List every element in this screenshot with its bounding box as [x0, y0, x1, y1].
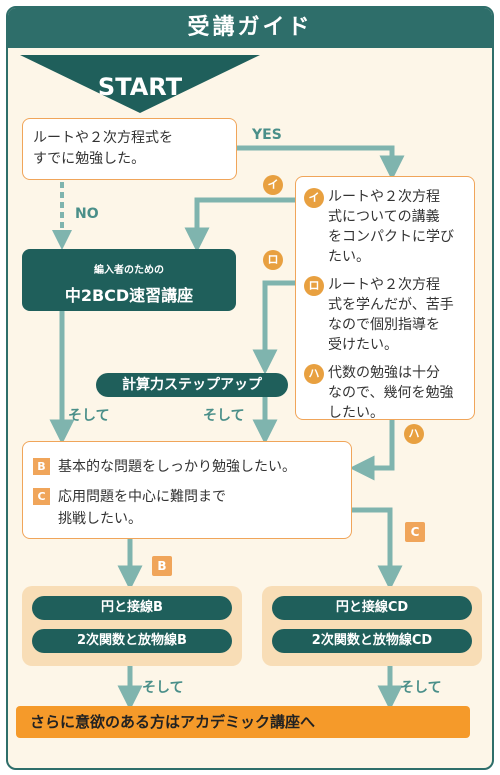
option-mark: ロ	[304, 276, 324, 296]
guide-title: 受講ガイド	[8, 8, 492, 48]
course-b-pill: 2次関数と放物線B	[32, 629, 232, 653]
start-triangle	[20, 55, 260, 113]
level-c-mark: C	[33, 488, 50, 505]
soshite-label: そして	[142, 680, 184, 696]
level-c-text: 挑戦したい。	[58, 511, 142, 527]
ha-connector	[349, 420, 395, 481]
options-box: イ ルートや２次方程 式についての講義 をコンパクトに学び たい。 ロ ルートや…	[295, 176, 475, 423]
option-mark: ハ	[304, 364, 324, 384]
yes-connector	[237, 145, 405, 181]
yes-label: YES	[252, 127, 282, 143]
soshite-label: そして	[400, 680, 442, 696]
branch-mark-ro: ロ	[263, 250, 283, 270]
option-line: 受けたい。	[328, 337, 398, 353]
no-label: NO	[75, 206, 99, 222]
option-line: なので個別指導を	[328, 317, 440, 333]
course-c-panel: 円と接線CD 2次関数と放物線CD	[262, 586, 482, 666]
level-c-text: 応用問題を中心に難問まで	[58, 489, 226, 505]
level-b-mark: B	[33, 458, 50, 475]
question-line: すでに勉強した。	[33, 151, 146, 167]
soshite-label: そして	[68, 408, 110, 424]
option-line: 式を学んだが、苦手	[328, 297, 454, 313]
intro-course-box: 編入者のための 中2BCD速習講座	[22, 249, 236, 311]
option-line: したい。	[328, 405, 384, 421]
branch-mark-b: B	[152, 556, 172, 576]
option-mark: イ	[304, 188, 324, 208]
soshite-label: そして	[203, 408, 245, 424]
intro-course-sub: 編入者のための	[94, 265, 164, 276]
option-line: ルートや２次方程	[328, 189, 440, 205]
course-b-panel: 円と接線B 2次関数と放物線B	[22, 586, 242, 666]
option-i: イ ルートや２次方程 式についての講義 をコンパクトに学び たい。	[304, 187, 468, 267]
level-c: C 応用問題を中心に難問まで	[33, 486, 341, 508]
c-connector	[352, 507, 403, 591]
branch-mark-ha: ハ	[404, 424, 424, 444]
i-connector	[184, 197, 295, 253]
course-b-pill: 円と接線B	[32, 596, 232, 620]
option-line: をコンパクトに学び	[328, 229, 454, 245]
question-line: ルートや２次方程式を	[33, 130, 173, 146]
option-line: 代数の勉強は十分	[328, 365, 440, 381]
option-line: 式についての講義	[328, 209, 440, 225]
level-b-text: 基本的な問題をしっかり勉強したい。	[58, 459, 296, 475]
calc-course-pill: 計算力ステップアップ	[96, 373, 288, 397]
final-banner: さらに意欲のある方はアカデミック講座へ	[16, 706, 470, 738]
intro-course-title: 中2BCD速習講座	[64, 286, 194, 305]
level-box: B 基本的な問題をしっかり勉強したい。 C 応用問題を中心に難問まで 挑戦したい。	[22, 441, 352, 539]
option-ro: ロ ルートや２次方程 式を学んだが、苦手 なので個別指導を 受けたい。	[304, 275, 468, 355]
option-line: たい。	[328, 249, 370, 265]
level-b: B 基本的な問題をしっかり勉強したい。	[33, 456, 341, 478]
branch-mark-i: イ	[263, 175, 283, 195]
option-line: なので、幾何を勉強	[328, 385, 454, 401]
ro-connector	[252, 280, 295, 375]
course-c-pill: 2次関数と放物線CD	[272, 629, 472, 653]
option-ha: ハ 代数の勉強は十分 なので、幾何を勉強 したい。	[304, 363, 468, 423]
option-line: ルートや２次方程	[328, 277, 440, 293]
course-c-pill: 円と接線CD	[272, 596, 472, 620]
question-box: ルートや２次方程式を すでに勉強した。	[22, 118, 237, 180]
start-label: START	[97, 73, 183, 101]
branch-mark-c: C	[405, 522, 425, 542]
